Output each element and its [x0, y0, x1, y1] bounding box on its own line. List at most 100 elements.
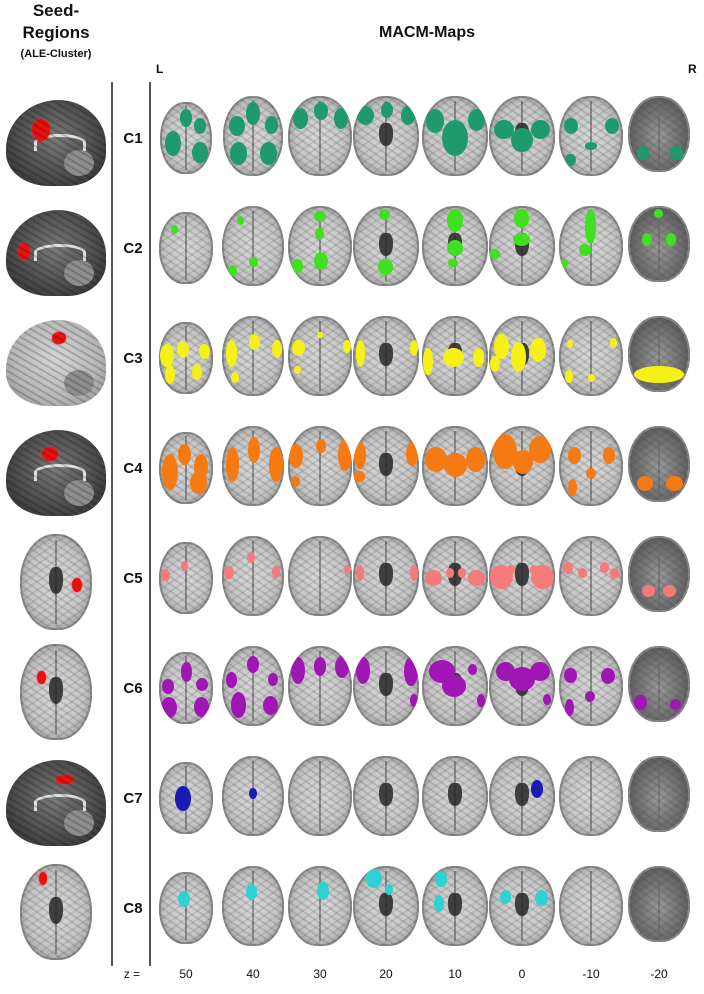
macm-slice-z10	[422, 536, 488, 616]
axial-brain-slice	[559, 426, 623, 506]
axial-brain-slice	[353, 866, 419, 946]
coactivation-cluster-blob	[165, 130, 181, 156]
cluster-label: C5	[123, 570, 143, 587]
coactivation-cluster-blob	[180, 560, 189, 571]
macm-slice-z0	[489, 96, 555, 176]
coactivation-cluster-blob	[601, 668, 616, 685]
coactivation-cluster-blob	[248, 437, 261, 463]
macm-slice-z20	[353, 866, 419, 946]
seed-region-image	[4, 864, 108, 960]
coactivation-cluster-blob	[599, 561, 609, 573]
coactivation-cluster-blob	[584, 690, 595, 702]
axial-brain-slice	[160, 102, 212, 174]
coactivation-cluster-blob	[245, 883, 257, 900]
coactivation-cluster-blob	[379, 209, 390, 221]
cerebellum	[64, 809, 94, 836]
seed-region-image	[4, 424, 108, 520]
coactivation-cluster-blob	[384, 883, 393, 895]
macm-slice-z50	[159, 872, 213, 944]
ventricle	[379, 783, 393, 806]
axial-brain-slice	[628, 316, 690, 392]
axial-brain-slice	[628, 426, 690, 502]
cluster-row-c5: C5	[0, 528, 704, 638]
sagittal-brain-slice	[6, 430, 106, 516]
coactivation-cluster-blob	[490, 249, 500, 259]
axial-brain-slice	[489, 756, 555, 836]
cluster-label: C7	[123, 790, 143, 807]
axial-brain-slice	[222, 536, 284, 616]
macm-slice-z40	[222, 316, 284, 396]
cluster-row-c3: C3	[0, 308, 704, 418]
seed-cluster-blob	[52, 332, 66, 345]
coactivation-cluster-blob	[230, 142, 247, 165]
macm-slice-z50	[160, 102, 212, 174]
axial-brain-slice	[422, 756, 488, 836]
coactivation-cluster-blob	[529, 662, 550, 682]
cerebellum	[64, 259, 94, 286]
seed-region-image	[4, 94, 108, 190]
axial-brain-slice	[628, 756, 690, 832]
coactivation-cluster-blob	[161, 569, 170, 581]
coactivation-cluster-blob	[260, 142, 277, 165]
axial-brain-slice	[288, 536, 352, 616]
coactivation-cluster-blob	[378, 258, 393, 275]
coactivation-cluster-blob	[634, 366, 684, 383]
coactivation-cluster-blob	[448, 258, 458, 267]
corpus-callosum	[34, 464, 86, 482]
right-hemisphere-marker: R	[688, 62, 697, 76]
axial-brain-slice	[20, 644, 92, 740]
coactivation-cluster-blob	[267, 673, 278, 686]
ventricle	[48, 566, 64, 594]
seed-cluster-blob	[38, 871, 48, 886]
cluster-label: C1	[123, 130, 143, 147]
coactivation-cluster-blob	[245, 102, 261, 125]
coactivation-cluster-blob	[271, 566, 281, 578]
axial-brain-slice	[628, 646, 690, 722]
axial-brain-slice	[353, 426, 419, 506]
coactivation-cluster-blob	[246, 655, 260, 674]
sagittal-brain-slice	[6, 100, 106, 186]
coactivation-cluster-blob	[610, 568, 620, 580]
axial-brain-slice	[353, 536, 419, 616]
macm-slice-z-10	[559, 756, 623, 836]
z-value: 10	[448, 967, 462, 981]
macm-slice-z10	[422, 756, 488, 836]
z-value: 50	[179, 967, 193, 981]
axial-brain-slice	[489, 646, 555, 726]
coactivation-cluster-blob	[444, 453, 467, 478]
macm-slice-z0	[489, 866, 555, 946]
axial-brain-slice	[353, 96, 419, 176]
coactivation-cluster-blob	[224, 566, 235, 580]
coactivation-cluster-blob	[335, 655, 350, 678]
coactivation-cluster-blob	[195, 677, 208, 691]
cluster-row-c2: C2	[0, 198, 704, 308]
seed-cluster-blob	[32, 118, 50, 142]
seed-region-image	[4, 314, 108, 410]
coactivation-cluster-blob	[225, 671, 237, 688]
coactivation-cluster-blob	[356, 105, 375, 125]
axial-brain-slice	[159, 652, 213, 724]
macm-slice-z50	[159, 212, 213, 284]
coactivation-cluster-blob	[228, 265, 237, 277]
macm-slice-z20	[353, 206, 419, 286]
coactivation-cluster-blob	[468, 569, 486, 586]
coactivation-cluster-blob	[291, 258, 304, 274]
coactivation-cluster-blob	[465, 446, 486, 473]
sagittal-brain-slice	[6, 760, 106, 846]
coactivation-cluster-blob	[354, 470, 365, 482]
coactivation-cluster-blob	[511, 341, 526, 372]
coactivation-cluster-blob	[424, 446, 448, 473]
cluster-row-c6: C6	[0, 638, 704, 748]
seed-regions-header: Seed- Regions (ALE-Cluster)	[0, 0, 112, 62]
coactivation-cluster-blob	[584, 142, 598, 151]
ventricle	[48, 676, 64, 704]
coactivation-cluster-blob	[584, 209, 597, 245]
axial-brain-slice	[159, 872, 213, 944]
axial-brain-slice	[159, 762, 213, 834]
coactivation-cluster-blob	[193, 696, 209, 717]
axial-brain-slice	[159, 212, 213, 284]
axial-brain-slice	[353, 646, 419, 726]
cluster-row-c1: C1	[0, 88, 704, 198]
coactivation-cluster-blob	[290, 657, 305, 685]
macm-slice-z30	[288, 646, 352, 726]
